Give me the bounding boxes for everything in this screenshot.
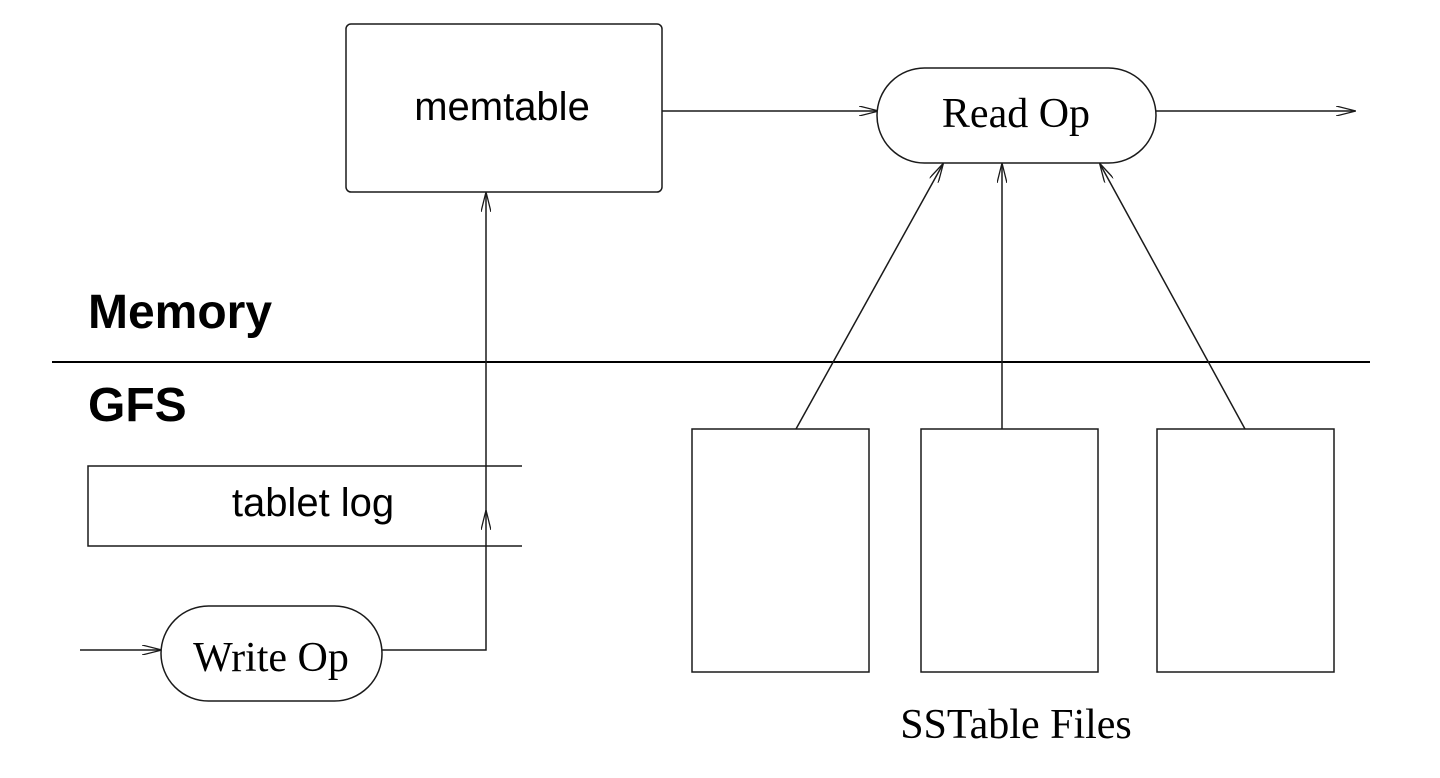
sstable-3-to-read-op-arrow [1100, 164, 1246, 430]
gfs-region-label: GFS [88, 379, 187, 432]
sstable-1-to-read-op-arrow [795, 164, 943, 430]
write-op-node: Write Op [160, 605, 383, 702]
write-op-label: Write Op [193, 635, 349, 681]
tablet-log-node: tablet log [87, 465, 522, 547]
tablet-log-box [87, 465, 522, 547]
memtable-box [345, 23, 663, 193]
sstable-files-label: SSTable Files [900, 702, 1132, 748]
write-op-to-tablet-log-arrow [382, 511, 486, 651]
sstable-file-3 [1156, 428, 1335, 673]
sstable-file-1 [691, 428, 870, 673]
sstable-file-2 [920, 428, 1099, 673]
memtable-node: memtable [345, 23, 663, 193]
tablet-log-label: tablet log [232, 481, 394, 525]
write-op-pill [160, 605, 383, 702]
memory-region-label: Memory [88, 286, 272, 339]
sstable-files-group: SSTable Files [691, 428, 1335, 748]
memtable-label: memtable [414, 85, 590, 129]
read-op-node: Read Op [876, 67, 1157, 164]
read-op-label: Read Op [942, 91, 1090, 137]
read-op-pill [876, 67, 1157, 164]
